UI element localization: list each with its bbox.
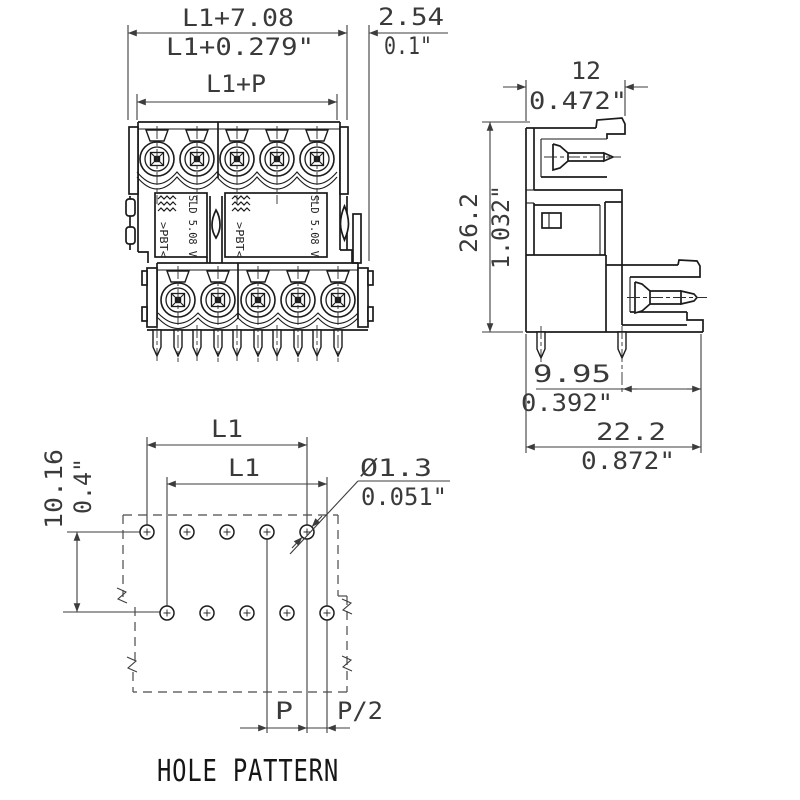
- front-centerlines: [156, 126, 339, 362]
- marking-series-left: SLD 5.08 V: [186, 195, 198, 258]
- side-dim-pin-in: 0.392": [521, 389, 613, 417]
- side-dim-width-mm: 12: [571, 57, 601, 85]
- footprint-outline: [116, 514, 353, 693]
- right-latch: [339, 203, 350, 243]
- side-dim-width-in: 0.472": [529, 87, 627, 115]
- marking-material-right: >PBT<: [233, 222, 245, 258]
- side-dim-depth-mm: 22.2: [596, 418, 666, 446]
- hp-dim-pitch: P: [275, 697, 293, 725]
- side-dim-depth-in: 0.872": [581, 447, 675, 475]
- hp-dim-l1-bottom: L1: [228, 454, 260, 482]
- hp-dim-half-pitch: P/2: [337, 697, 383, 725]
- front-dim-span: L1+P: [206, 70, 266, 98]
- front-view: L1+7.08 L1+0.279" 2.54 0.1" L1+P: [125, 3, 448, 362]
- marking-series-right: SLD 5.08 V: [308, 195, 320, 258]
- center-latch: [211, 208, 221, 240]
- front-dim-offset-mm: 2.54: [378, 3, 444, 31]
- hp-dim-row-in: 0.4": [69, 458, 97, 514]
- hp-dim-hole-mm: Ø1.3: [360, 454, 432, 482]
- front-dim-overall-in: L1+0.279": [166, 33, 314, 61]
- hp-dim-row-mm: 10.16: [40, 449, 68, 529]
- front-dim-overall-mm: L1+7.08: [182, 4, 294, 32]
- left-latch-lower: [125, 226, 136, 245]
- solder-pins-front: [152, 329, 343, 357]
- hp-dim-l1-top: L1: [211, 415, 243, 443]
- side-dim-height-in: 1.032": [487, 185, 515, 269]
- side-dim-pin-mm: 9.95: [533, 360, 611, 388]
- marking-material-left: >PBT<: [157, 222, 169, 258]
- hole-row-bottom: [159, 605, 335, 621]
- left-latch-upper: [125, 198, 136, 217]
- side-dim-height-mm: 26.2: [455, 193, 483, 253]
- hp-dim-hole-in: 0.051": [361, 483, 447, 511]
- hole-pattern-view: L1 L1 10.16 0.4": [40, 415, 450, 789]
- hole-row-top: [139, 524, 315, 540]
- hole-pattern-title: HOLE PATTERN: [157, 754, 339, 789]
- side-view: 12 0.472" 26.2 1.032": [455, 57, 707, 475]
- front-dim-offset-in: 0.1": [384, 32, 432, 60]
